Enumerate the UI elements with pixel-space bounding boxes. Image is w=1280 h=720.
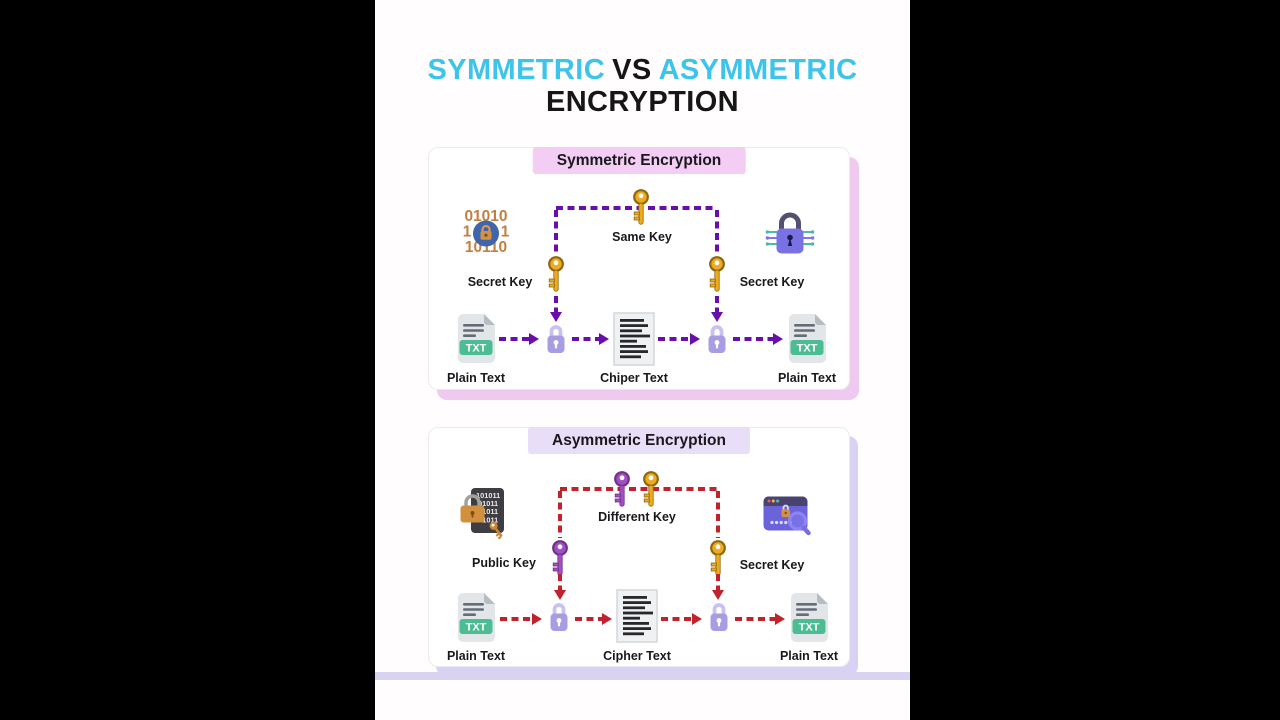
- gold-key-icon-right: [710, 540, 726, 576]
- symmetric-panel-header: Symmetric Encryption: [532, 147, 746, 174]
- title-line2: ENCRYPTION: [545, 86, 740, 118]
- svg-text:101011: 101011: [474, 516, 498, 525]
- svg-text:1: 1: [463, 224, 472, 241]
- gold-key-icon-top: [633, 189, 649, 225]
- svg-text:01011: 01011: [478, 507, 498, 516]
- dashed-connector-left: [554, 210, 558, 256]
- padlock-icon-encrypt: [550, 603, 568, 631]
- svg-text:TXT: TXT: [799, 622, 820, 634]
- down-arrow-right: [711, 574, 725, 600]
- padlock-icon-encrypt: [547, 325, 565, 353]
- plain-text-file-icon-left: TXT: [458, 314, 495, 363]
- plain-text-file-icon-right: TXT: [791, 593, 828, 642]
- different-key-label: Different Key: [598, 510, 676, 524]
- title-word-symmetric: SYMMETRIC: [427, 54, 606, 86]
- plain-text-label-right: Plain Text: [779, 649, 839, 663]
- asymmetric-panel-header: Asymmetric Encryption: [528, 427, 750, 454]
- plain-text-file-icon-right: TXT: [789, 314, 826, 363]
- flow-arrow-1: [499, 332, 539, 346]
- symmetric-encryption-panel: Symmetric Encryption 01010 1 1 10110: [428, 147, 850, 390]
- plain-text-label-right: Plain Text: [777, 371, 837, 385]
- down-arrow-left: [553, 574, 567, 600]
- flow-arrow-4: [735, 612, 785, 626]
- gold-key-icon-top: [643, 471, 659, 507]
- svg-text:10110: 10110: [465, 239, 507, 256]
- cipher-text-label: Cipher Text: [603, 649, 671, 663]
- svg-text:TXT: TXT: [797, 343, 818, 355]
- dashed-connector-left: [558, 491, 562, 538]
- purple-key-icon-top: [614, 471, 630, 507]
- circuit-padlock-icon: [765, 212, 815, 254]
- svg-text:1: 1: [501, 224, 510, 241]
- svg-text:TXT: TXT: [466, 343, 487, 355]
- cipher-text-label: Chiper Text: [600, 371, 668, 385]
- secret-key-label: Secret Key: [739, 558, 805, 572]
- secret-key-label-right: Secret Key: [739, 275, 805, 289]
- title-word-vs: VS: [612, 54, 652, 86]
- svg-text:101011: 101011: [476, 491, 500, 500]
- flow-arrow-3: [661, 612, 702, 626]
- flow-arrow-4: [733, 332, 783, 346]
- dashed-connector-right: [716, 491, 720, 538]
- bottom-accent-band: [375, 672, 910, 680]
- gold-key-icon-right: [709, 256, 725, 292]
- binary-code-lock-icon: 01010 1 1 10110: [463, 208, 510, 256]
- secure-browser-icon: [763, 496, 811, 536]
- flow-arrow-3: [658, 332, 700, 346]
- svg-text:01011: 01011: [478, 499, 498, 508]
- secret-key-label-left: Secret Key: [467, 275, 533, 289]
- flow-arrow-1: [500, 612, 542, 626]
- flow-arrow-2: [572, 332, 609, 346]
- binary-document-lock-icon: 101011 01011 01011 101011: [460, 488, 504, 540]
- dashed-connector-top: [560, 487, 718, 491]
- dashed-connector-right: [715, 210, 719, 256]
- cipher-document-icon: [613, 312, 655, 366]
- gold-key-icon-left: [548, 256, 564, 292]
- purple-key-icon-left: [552, 540, 568, 576]
- down-arrow-left: [549, 296, 563, 322]
- asymmetric-encryption-panel: Asymmetric Encryption 101011 01011 01011…: [428, 427, 850, 667]
- padlock-icon-decrypt: [708, 325, 726, 353]
- padlock-icon-decrypt: [710, 603, 728, 631]
- down-arrow-right: [710, 296, 724, 322]
- flow-arrow-2: [575, 612, 612, 626]
- svg-text:TXT: TXT: [466, 622, 487, 634]
- same-key-label: Same Key: [612, 230, 672, 244]
- cipher-document-icon: [616, 589, 658, 643]
- plain-text-label-left: Plain Text: [446, 371, 506, 385]
- plain-text-file-icon-left: TXT: [458, 593, 495, 642]
- public-key-label: Public Key: [472, 556, 536, 570]
- svg-text:01010: 01010: [464, 208, 507, 225]
- plain-text-label-left: Plain Text: [446, 649, 506, 663]
- dashed-connector-top: [556, 206, 717, 210]
- title-word-asymmetric: ASYMMETRIC: [658, 54, 858, 86]
